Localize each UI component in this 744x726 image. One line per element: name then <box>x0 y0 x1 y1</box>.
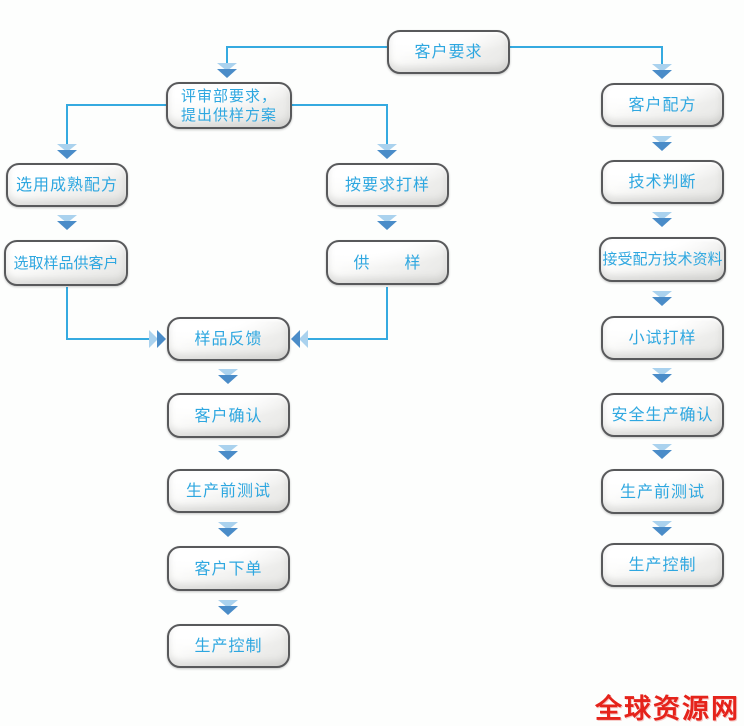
arrow-customer-order-to-production-control <box>218 600 238 615</box>
node-label: 技术判断 <box>628 172 697 191</box>
node-sample-per-requirements: 按要求打样 <box>326 163 449 207</box>
node-label: 生产控制 <box>628 555 697 574</box>
node-customer-order: 客户下单 <box>167 546 290 591</box>
connector-supply-sample-to-sample-feedback <box>307 287 388 340</box>
connector-review-to-sample-per-requirements <box>292 104 388 145</box>
node-technical-judgment: 技术判断 <box>601 160 724 204</box>
node-pre-production-test-right: 生产前测试 <box>601 469 724 514</box>
arrow-technical-judgment-to-receive-data <box>652 212 672 227</box>
arrowhead-into-customer-formula <box>652 64 672 79</box>
node-customer-confirmation: 客户确认 <box>167 393 290 438</box>
node-label: 选取样品供客户 <box>13 253 119 272</box>
node-label: 接受配方技术资料 <box>602 250 723 269</box>
node-label: 小试打样 <box>628 328 697 347</box>
arrowhead-into-use-mature-formula <box>57 144 77 159</box>
node-label-line2: 提出供样方案 <box>180 105 277 124</box>
node-label: 生产控制 <box>194 636 263 655</box>
node-label: 客户确认 <box>194 405 263 425</box>
node-sample-feedback: 样品反馈 <box>167 317 290 361</box>
site-watermark: 全球资源网 <box>595 694 740 725</box>
arrowhead-into-sample-feedback-left <box>149 330 166 348</box>
node-label: 客户要求 <box>414 42 483 61</box>
node-trial-sample: 小试打样 <box>601 316 724 360</box>
arrow-pre-test-right-to-production-control-right <box>652 521 672 536</box>
connector-customer-request-to-customer-formula <box>510 46 663 65</box>
node-safe-production-confirmation: 安全生产确认 <box>601 393 724 437</box>
node-label: 安全生产确认 <box>611 405 714 424</box>
node-pre-production-test-mid: 生产前测试 <box>167 469 290 513</box>
arrowhead-into-sample-feedback-right <box>291 330 308 348</box>
node-label: 选用成熟配方 <box>15 175 118 194</box>
node-select-sample-for-customer: 选取样品供客户 <box>4 240 128 286</box>
arrow-trial-sample-to-safe-confirmation <box>652 368 672 383</box>
arrowhead-into-sample-per-requirements <box>377 144 397 159</box>
node-supply-sample: 供 样 <box>326 240 449 285</box>
arrow-receive-data-to-trial-sample <box>652 291 672 306</box>
node-label: 按要求打样 <box>344 175 430 194</box>
arrow-customer-formula-to-technical-judgment <box>652 136 672 151</box>
node-production-control-mid: 生产控制 <box>167 624 290 668</box>
node-label-line1: 评审部要求， <box>180 86 277 105</box>
node-customer-formula: 客户配方 <box>601 83 724 127</box>
arrow-per-requirements-to-supply-sample <box>377 215 397 230</box>
connector-review-to-use-mature-formula <box>66 104 166 145</box>
node-label: 客户配方 <box>628 95 697 114</box>
node-label: 客户下单 <box>194 558 263 578</box>
arrow-safe-confirmation-to-pre-test-right <box>652 444 672 459</box>
arrow-use-mature-to-select-sample <box>57 215 77 230</box>
arrowhead-into-review-department <box>217 63 237 78</box>
node-label: 生产前测试 <box>185 481 271 500</box>
node-use-mature-formula: 选用成熟配方 <box>6 163 128 207</box>
connector-customer-request-to-review <box>226 46 387 64</box>
arrow-sample-feedback-to-customer-confirmation <box>218 369 238 384</box>
node-receive-formula-technical-data: 接受配方技术资料 <box>599 237 726 282</box>
node-label: 样品反馈 <box>194 329 263 348</box>
node-label: 生产前测试 <box>619 481 705 501</box>
arrow-customer-confirmation-to-pre-test <box>218 445 238 460</box>
arrow-pre-test-to-customer-order <box>218 522 238 537</box>
node-production-control-right: 生产控制 <box>601 543 724 587</box>
node-review-department: 评审部要求， 提出供样方案 <box>166 82 292 129</box>
connector-select-sample-to-sample-feedback <box>66 287 150 340</box>
node-customer-request: 客户要求 <box>387 30 510 74</box>
node-label: 供 样 <box>353 252 422 272</box>
